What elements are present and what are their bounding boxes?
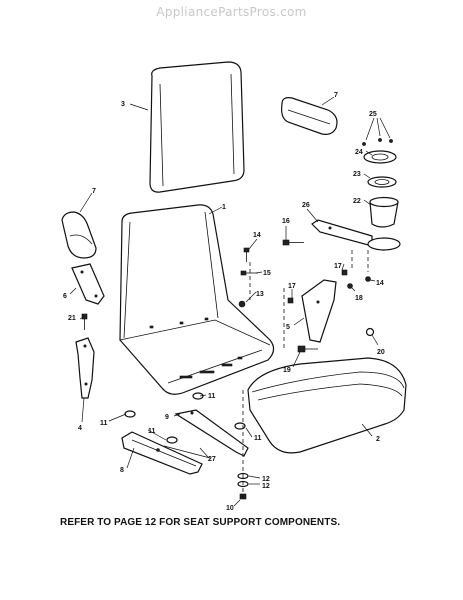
callout-11-right: 11 — [254, 435, 262, 442]
seat-pan[interactable] — [119, 204, 275, 395]
callout-19: 19 — [283, 367, 291, 374]
callout-8: 8 — [120, 467, 124, 474]
callout-22: 22 — [353, 198, 361, 205]
callout-10: 10 — [226, 505, 234, 512]
armrest-bracket[interactable] — [71, 263, 105, 305]
cup-ring[interactable] — [367, 176, 397, 188]
callout-7-right: 7 — [334, 92, 338, 99]
watermark: AppliancePartsPros.com — [156, 5, 307, 19]
washer-11-bottom[interactable] — [166, 436, 178, 444]
callout-9: 9 — [165, 414, 169, 421]
callout-4: 4 — [78, 425, 82, 432]
callout-21: 21 — [68, 315, 76, 322]
cup-holder[interactable] — [367, 196, 401, 251]
callout-14-left: 14 — [253, 232, 261, 239]
washer-11-right[interactable] — [234, 422, 246, 430]
seat-mount-bracket[interactable] — [75, 337, 95, 399]
bolt-17-lower[interactable] — [287, 297, 294, 304]
washer-12[interactable] — [237, 472, 249, 488]
callout-13: 13 — [256, 291, 264, 298]
cup-gasket[interactable] — [363, 150, 397, 164]
washer-11-top[interactable] — [192, 392, 204, 400]
nut-14-right[interactable] — [365, 276, 371, 282]
seat-bottom-cushion[interactable] — [247, 357, 407, 454]
callout-26: 26 — [302, 202, 310, 209]
callout-2: 2 — [376, 436, 380, 443]
callout-27: 27 — [208, 456, 216, 463]
washer-11-left[interactable] — [124, 410, 136, 418]
callout-18: 18 — [355, 295, 363, 302]
screw-14[interactable] — [243, 247, 250, 262]
callout-17-lower: 17 — [288, 283, 296, 290]
adjuster-rod[interactable] — [163, 445, 211, 459]
callout-11-left: 11 — [100, 420, 108, 427]
screw-15[interactable] — [240, 270, 258, 276]
nut-13[interactable] — [238, 300, 246, 308]
armrest-pad-left[interactable] — [61, 211, 97, 259]
seat-rail[interactable] — [174, 409, 249, 457]
callout-11-bottom: 11 — [148, 428, 156, 435]
callout-24: 24 — [355, 149, 363, 156]
seat-slide-rail[interactable] — [121, 431, 203, 475]
callout-6: 6 — [63, 293, 67, 300]
callout-5: 5 — [286, 324, 290, 331]
callout-15: 15 — [263, 270, 271, 277]
bolt-16[interactable] — [282, 239, 304, 246]
callout-11-top: 11 — [208, 393, 216, 400]
reference-note: REFER TO PAGE 12 FOR SEAT SUPPORT COMPON… — [60, 517, 341, 528]
callout-25: 25 — [369, 111, 377, 118]
callout-12-lower: 12 — [262, 483, 270, 490]
screws-25[interactable] — [362, 138, 393, 146]
callout-14-right: 14 — [376, 280, 384, 287]
side-bracket[interactable] — [301, 279, 337, 343]
armrest-pad-right[interactable] — [281, 97, 338, 135]
nut-18[interactable] — [347, 283, 353, 289]
nut-20[interactable] — [365, 327, 375, 337]
bolt-21[interactable] — [81, 313, 88, 330]
callout-7-left: 7 — [92, 188, 96, 195]
bolt-19[interactable] — [297, 345, 318, 353]
bolt-17-upper[interactable] — [341, 269, 348, 276]
seat-back-cushion[interactable] — [149, 61, 245, 193]
callout-20: 20 — [377, 349, 385, 356]
callout-3: 3 — [121, 101, 125, 108]
callout-23: 23 — [353, 171, 361, 178]
callout-12-upper: 12 — [262, 476, 270, 483]
callout-17-upper: 17 — [334, 263, 342, 270]
callout-16: 16 — [282, 218, 290, 225]
callout-1: 1 — [222, 204, 226, 211]
mounting-bracket[interactable] — [311, 219, 373, 247]
